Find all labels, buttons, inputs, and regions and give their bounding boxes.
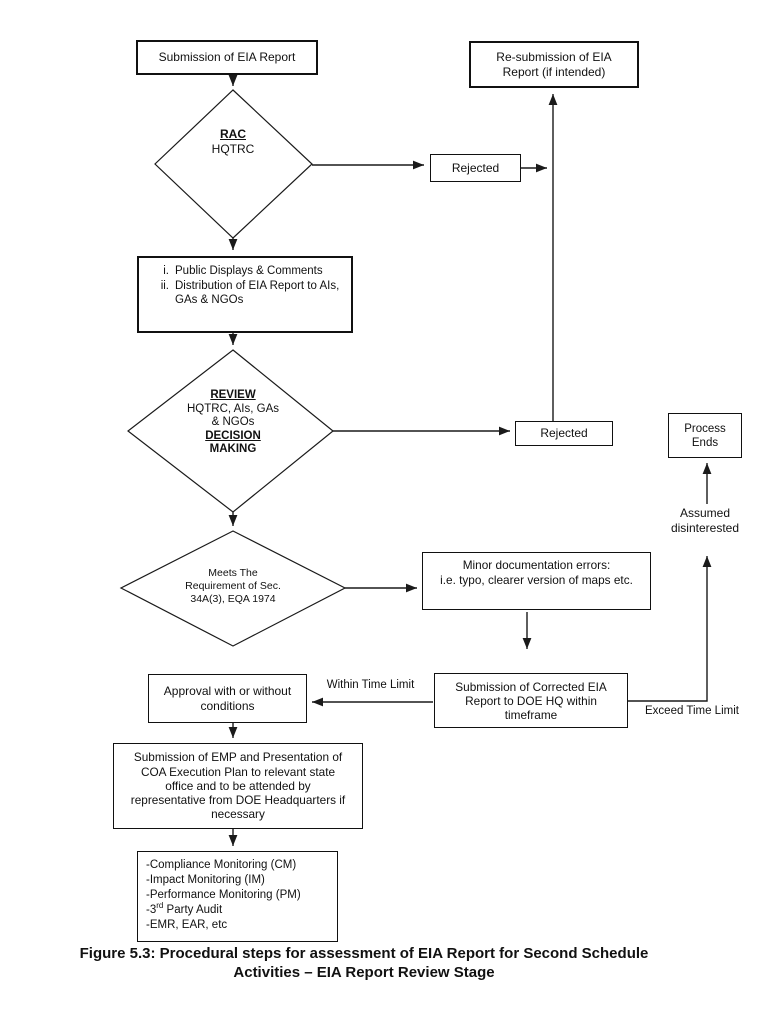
monitoring-item-3: -Performance Monitoring (PM): [146, 889, 301, 901]
public-item-1: i. Public Displays & Comments: [151, 264, 343, 279]
assumed-line2: disinterested: [670, 521, 740, 535]
submission-eia-box: Submission of EIA Report: [136, 40, 318, 75]
review-diamond-shape: [127, 349, 334, 513]
review-body2: & NGOs: [211, 416, 255, 429]
resubmission-label-line2: Report (if intended): [502, 64, 606, 79]
corrected-line2: Report to DOE HQ within: [465, 693, 597, 708]
monitoring-box: -Compliance Monitoring (CM) -Impact Moni…: [137, 851, 338, 942]
review-title2: DECISION: [205, 429, 261, 442]
public-item-2-text: Distribution of EIA Report to AIs, GAs &…: [175, 279, 340, 307]
corrected-line1: Submission of Corrected EIA: [455, 679, 607, 694]
rac-diamond-shape: [154, 89, 313, 239]
public-item-1-text: Public Displays & Comments: [175, 265, 323, 277]
public-item-2: ii. Distribution of EIA Report to AIs, G…: [151, 279, 343, 308]
edge-corrected-to-assumed: [628, 556, 712, 702]
monitoring-item-5: -EMR, EAR, etc: [146, 919, 228, 931]
review-title3: MAKING: [209, 443, 257, 456]
public-displays-box: i. Public Displays & Comments ii. Distri…: [137, 256, 353, 333]
monitoring-item-2: -Impact Monitoring (IM): [146, 874, 265, 886]
assumed-line1: Assumed: [679, 506, 731, 520]
review-body1: HQTRC, AIs, GAs: [186, 402, 279, 415]
rac-title: RAC: [220, 127, 246, 141]
minor-errors-line2: i.e. typo, clearer version of maps etc.: [440, 572, 633, 587]
meets-diamond-text: Meets The Requirement of Sec. 34A(3), EQ…: [153, 567, 313, 606]
corrected-line3: timeframe: [504, 707, 558, 722]
process-ends-line1: Process: [684, 422, 726, 435]
monitoring-item-4-post: Party Audit: [163, 904, 223, 916]
resubmission-box: Re-submission of EIA Report (if intended…: [469, 41, 639, 88]
minor-errors-box: Minor documentation errors: i.e. typo, c…: [422, 552, 651, 610]
emp-line3: office and to be attended by: [165, 778, 311, 793]
meets-diamond-shape: [119, 530, 347, 647]
rac-diamond-text: RAC HQTRC: [170, 127, 296, 157]
approval-line2: conditions: [200, 698, 255, 713]
approval-box: Approval with or without conditions: [148, 674, 307, 723]
list-marker-i: i.: [163, 265, 169, 277]
resubmission-label-line1: Re-submission of EIA: [496, 50, 612, 64]
meets-line3: 34A(3), EQA 1974: [190, 593, 276, 605]
emp-line5: necessary: [211, 807, 265, 822]
process-ends-line2: Ends: [691, 436, 719, 449]
monitoring-item-1: -Compliance Monitoring (CM): [146, 859, 297, 871]
rejected-mid-label: Rejected: [540, 426, 588, 441]
rac-body: HQTRC: [211, 142, 255, 156]
assumed-disinterested-label: Assumed disinterested: [655, 506, 755, 536]
emp-line2: COA Execution Plan to relevant state: [140, 764, 336, 779]
monitoring-item-4: -3rd Party Audit: [146, 901, 331, 918]
exceed-time-limit-label: Exceed Time Limit: [645, 705, 739, 717]
meets-line1: Meets The: [208, 567, 258, 579]
emp-submission-box: Submission of EMP and Presentation of CO…: [113, 743, 363, 829]
figure-caption-line1: Figure 5.3: Procedural steps for assessm…: [79, 945, 649, 962]
corrected-submission-box: Submission of Corrected EIA Report to DO…: [434, 673, 628, 728]
rejected-top-box: Rejected: [430, 154, 521, 182]
minor-errors-line1: Minor documentation errors:: [462, 558, 611, 572]
review-title: REVIEW: [210, 389, 256, 401]
figure-caption: Figure 5.3: Procedural steps for assessm…: [0, 944, 728, 982]
list-marker-ii: ii.: [160, 279, 169, 292]
rejected-mid-box: Rejected: [515, 421, 613, 446]
process-ends-box: Process Ends: [668, 413, 742, 458]
monitoring-item-4-pre: -3: [146, 904, 157, 916]
monitoring-item-4-sup: rd: [156, 901, 164, 911]
emp-line4: representative from DOE Headquarters if: [130, 793, 346, 808]
emp-line1: Submission of EMP and Presentation of: [133, 750, 343, 765]
approval-line1: Approval with or without: [163, 684, 292, 698]
within-time-limit-label: Within Time Limit: [326, 679, 415, 691]
rejected-top-label: Rejected: [451, 160, 500, 175]
figure-caption-line2: Activities – EIA Report Review Stage: [233, 964, 495, 981]
review-diamond-text: REVIEW HQTRC, AIs, GAs & NGOs DECISION M…: [158, 389, 308, 457]
submission-eia-label: Submission of EIA Report: [158, 50, 296, 65]
meets-line2: Requirement of Sec.: [185, 580, 281, 592]
